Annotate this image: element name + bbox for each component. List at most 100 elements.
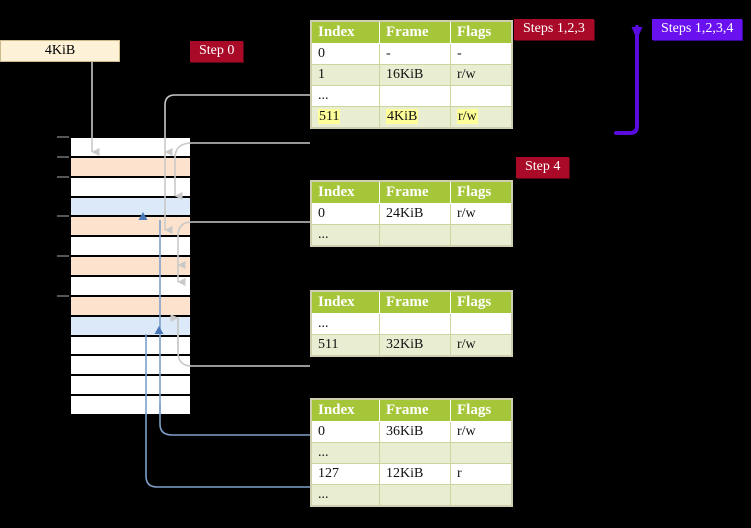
cell-frame: 32KiB [379, 334, 451, 357]
memory-frame-row [71, 235, 190, 256]
cell-flags: r/w [450, 64, 513, 86]
cell-index: 0 [310, 421, 380, 443]
badge-step-0: Step 0 [190, 41, 244, 63]
memory-frame-row [71, 374, 190, 395]
cell-flags [450, 224, 513, 247]
frame-size-label: 4KiB [0, 40, 120, 62]
table-header-row: Index Frame Flags [310, 290, 513, 314]
cell-flags: r/w [450, 106, 513, 129]
cell-index: ... [310, 224, 380, 247]
cell-frame: 36KiB [379, 421, 451, 443]
table-row: ... [310, 313, 513, 335]
table-header-row: Index Frame Flags [310, 20, 513, 44]
column-header-frame: Frame [379, 290, 451, 314]
cell-index: ... [310, 442, 380, 464]
cell-flags: r [450, 463, 513, 485]
column-header-flags: Flags [450, 398, 513, 422]
memory-frame-row [71, 155, 190, 176]
connector-grid-to-table1 [174, 142, 310, 200]
cell-frame [379, 85, 451, 107]
cell-index: 127 [310, 463, 380, 485]
cell-index: 1 [310, 64, 380, 86]
cell-flags: - [450, 43, 513, 65]
memory-frame-row [71, 195, 190, 216]
memory-frame-row [71, 314, 190, 335]
column-header-flags: Flags [450, 180, 513, 204]
cell-frame: 16KiB [379, 64, 451, 86]
column-header-index: Index [310, 20, 380, 44]
table-row: ... [310, 85, 513, 107]
cell-frame: - [379, 43, 451, 65]
table-row: ... [310, 484, 513, 507]
physical-memory-grid [57, 136, 190, 416]
column-header-index: Index [310, 180, 380, 204]
badge-step-4: Step 4 [516, 157, 570, 179]
cell-index: 0 [310, 203, 380, 225]
cell-flags [450, 313, 513, 335]
cell-index: 0 [310, 43, 380, 65]
memory-row-tick [57, 215, 69, 218]
badge-steps-1-2-3-4: Steps 1,2,3,4 [652, 19, 743, 41]
memory-grid-bottom-edge [71, 414, 190, 416]
cell-index: 511 [310, 106, 380, 129]
memory-row-tick [57, 136, 69, 138]
connector-steps-bracket [614, 25, 643, 135]
cell-frame: 24KiB [379, 203, 451, 225]
column-header-index: Index [310, 290, 380, 314]
cell-flags: r/w [450, 334, 513, 357]
cell-frame: 12KiB [379, 463, 451, 485]
column-header-index: Index [310, 398, 380, 422]
memory-frame-row [71, 334, 190, 355]
memory-frame-row [71, 294, 190, 315]
column-header-flags: Flags [450, 290, 513, 314]
column-header-flags: Flags [450, 20, 513, 44]
cell-frame [379, 313, 451, 335]
cell-index: ... [310, 313, 380, 335]
memory-frame-row [71, 136, 190, 156]
connector-table2-up-to-grid [170, 314, 310, 367]
cell-frame: 4KiB [379, 106, 451, 129]
cell-flags [450, 442, 513, 464]
cell-frame [379, 442, 451, 464]
memory-frame-row [71, 215, 190, 236]
memory-row-tick [57, 175, 69, 178]
table-row: 0-- [310, 43, 513, 65]
cell-flags [450, 484, 513, 507]
memory-frame-row [71, 354, 190, 375]
memory-frame-row [71, 275, 190, 295]
table-header-row: Index Frame Flags [310, 180, 513, 204]
column-header-frame: Frame [379, 180, 451, 204]
cell-flags: r/w [450, 203, 513, 225]
cell-index: ... [310, 484, 380, 507]
cell-index: ... [310, 85, 380, 107]
cell-flags [450, 85, 513, 107]
memory-row-tick [57, 155, 69, 158]
memory-row-tick [57, 294, 69, 297]
connector-grid-to-table2 [177, 221, 310, 269]
column-header-frame: Frame [379, 398, 451, 422]
memory-row-tick [57, 255, 69, 258]
cell-flags: r/w [450, 421, 513, 443]
cell-index: 511 [310, 334, 380, 357]
column-header-frame: Frame [379, 20, 451, 44]
memory-frame-row [71, 394, 190, 414]
memory-frame-row [71, 175, 190, 196]
frame-size-text: 4KiB [44, 43, 76, 58]
memory-frame-row [71, 255, 190, 275]
table-header-row: Index Frame Flags [310, 398, 513, 422]
badge-steps-1-2-3: Steps 1,2,3 [514, 19, 594, 41]
